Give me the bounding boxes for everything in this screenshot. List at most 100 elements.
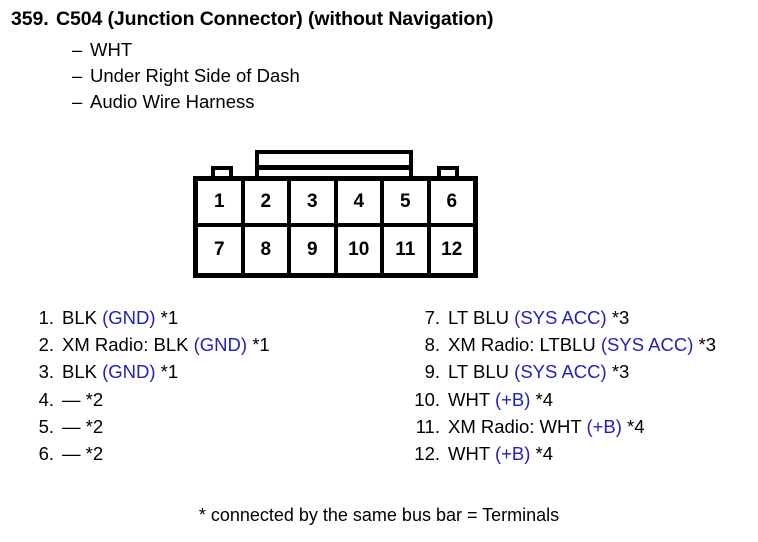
pin-number: 2. (38, 334, 54, 356)
pin-number: 12. (414, 443, 440, 465)
pin-list-item: 7. LT BLU (SYS ACC) *3 (408, 304, 716, 331)
pin-wire-color: WHT (448, 388, 495, 410)
pin-description: XM Radio: BLK (GND) *1 (62, 331, 270, 358)
pin-footnote-ref: *4 (530, 388, 554, 410)
connector-body: 1 2 3 4 5 6 7 8 9 10 11 12 (193, 176, 478, 278)
pin-cell: 6 (430, 181, 473, 227)
pin-cell: 8 (245, 227, 291, 273)
dash-bullet-icon: – (72, 39, 83, 60)
detail-item-wire-color: – WHT (72, 37, 751, 63)
pin-signal-name: (SYS ACC) (514, 361, 607, 383)
pin-number: 6. (38, 443, 54, 465)
pin-list-left: 1. BLK (GND) *1 2. XM Radio: BLK (GND) *… (22, 304, 270, 467)
pin-number: 3. (38, 361, 54, 383)
connector-row-bottom: 7 8 9 10 11 12 (198, 227, 473, 273)
connector-notch-right (437, 166, 459, 178)
pin-number: 9. (424, 361, 440, 383)
pin-footnote-ref: *1 (155, 307, 179, 328)
pin-list-item: 6. — *2 (22, 440, 270, 467)
pin-footnote-ref: *4 (621, 415, 645, 437)
pin-cell: 5 (384, 181, 431, 227)
pin-wire-color: — *2 (62, 415, 104, 437)
pin-signal-name: (GND) (102, 307, 156, 328)
pin-wire-color: BLK (62, 361, 103, 383)
connector-latch-bar (259, 165, 409, 170)
pin-number: 10. (414, 388, 440, 410)
header: 359. C504 (Junction Connector) (without … (11, 8, 751, 115)
pin-list-item: 1. BLK (GND) *1 (22, 304, 270, 331)
pin-wire-color: LT BLU (448, 307, 515, 328)
pin-list-item: 10. WHT (+B) *4 (408, 386, 716, 413)
pin-list-item: 8. XM Radio: LTBLU (SYS ACC) *3 (408, 331, 716, 358)
pin-signal-name: (SYS ACC) (514, 307, 607, 328)
dash-bullet-icon: – (72, 65, 83, 86)
pin-number: 8. (424, 334, 440, 356)
connector-notch-left (211, 166, 233, 178)
pin-footnote-ref: *1 (247, 334, 270, 356)
pin-list-item: 5. — *2 (22, 413, 270, 440)
detail-label: WHT (90, 39, 133, 60)
pin-signal-name: (+B) (494, 443, 531, 465)
pin-wire-color: BLK (62, 307, 103, 328)
detail-item-harness: – Audio Wire Harness (72, 89, 751, 115)
pin-signal-name: (GND) (193, 334, 248, 356)
pin-cell: 7 (198, 227, 245, 273)
pin-footnote-ref: *3 (606, 307, 630, 328)
pin-list-item: 9. LT BLU (SYS ACC) *3 (408, 358, 716, 385)
pin-signal-name: (+B) (586, 415, 622, 437)
pin-cell: 3 (291, 181, 338, 227)
pin-signal-name: (+B) (494, 388, 531, 410)
pin-wire-color: XM Radio: LTBLU (448, 334, 601, 356)
pin-cell: 12 (441, 239, 463, 260)
pin-description: LT BLU (SYS ACC) *3 (448, 358, 629, 385)
pin-wire-color: LT BLU (448, 361, 515, 383)
title-number: 359. (11, 8, 49, 30)
pin-wire-color: — *2 (62, 388, 104, 410)
pin-footnote-ref: *3 (693, 334, 717, 356)
pin-description: WHT (+B) *4 (448, 440, 553, 467)
pin-wire-color: WHT (448, 443, 495, 465)
connector-row-top: 1 2 3 4 5 6 (198, 181, 473, 227)
pin-list-right: 7. LT BLU (SYS ACC) *3 8. XM Radio: LTBL… (408, 304, 716, 467)
pin-description: — *2 (62, 413, 103, 440)
footnote: * connected by the same bus bar = Termin… (198, 505, 560, 525)
pin-cell: 2 (244, 181, 291, 227)
pin-description: XM Radio: LTBLU (SYS ACC) *3 (448, 331, 716, 358)
detail-label: Audio Wire Harness (90, 91, 255, 112)
pin-wire-color: XM Radio: WHT (448, 415, 587, 437)
pin-wire-color: — *2 (62, 443, 104, 465)
pin-footnote-ref: *1 (155, 361, 179, 383)
pin-number: 11. (415, 415, 440, 437)
connector-details-list: – WHT – Under Right Side of Dash – Audio… (72, 37, 751, 115)
pin-description: WHT (+B) *4 (448, 386, 553, 413)
pin-cell: 1 (198, 181, 245, 227)
pin-list-item: 3. BLK (GND) *1 (22, 358, 270, 385)
pin-list-item: 2. XM Radio: BLK (GND) *1 (22, 331, 270, 358)
pin-cell: 10 (338, 227, 384, 273)
page-title: 359. C504 (Junction Connector) (without … (11, 8, 751, 31)
pin-cell: 4 (337, 181, 384, 227)
dash-bullet-icon: – (72, 91, 83, 112)
pin-number: 7. (424, 307, 440, 328)
pin-wire-color: XM Radio: BLK (62, 334, 194, 356)
pin-description: LT BLU (SYS ACC) *3 (448, 304, 629, 331)
title-text: C504 (Junction Connector) (without Navig… (56, 8, 494, 30)
pin-cell: 9 (291, 227, 338, 273)
pin-list-item: 12. WHT (+B) *4 (408, 440, 716, 467)
pin-footnote-ref: *3 (606, 361, 630, 383)
pin-description: — *2 (62, 440, 103, 467)
pin-cell: 11 (384, 227, 431, 273)
pin-description: BLK (GND) *1 (62, 304, 178, 331)
pin-number: 1. (38, 307, 54, 328)
pin-number: 4. (38, 388, 54, 410)
pin-description: BLK (GND) *1 (62, 358, 178, 385)
connector-latch-tab (255, 150, 413, 176)
pin-description: — *2 (62, 386, 103, 413)
pin-description: XM Radio: WHT (+B) *4 (448, 413, 645, 440)
pin-list-item: 4. — *2 (22, 386, 270, 413)
pin-signal-name: (GND) (102, 361, 156, 383)
pin-footnote-ref: *4 (530, 443, 554, 465)
detail-item-location: – Under Right Side of Dash (72, 63, 751, 89)
pin-signal-name: (SYS ACC) (600, 334, 694, 356)
detail-label: Under Right Side of Dash (90, 65, 300, 86)
